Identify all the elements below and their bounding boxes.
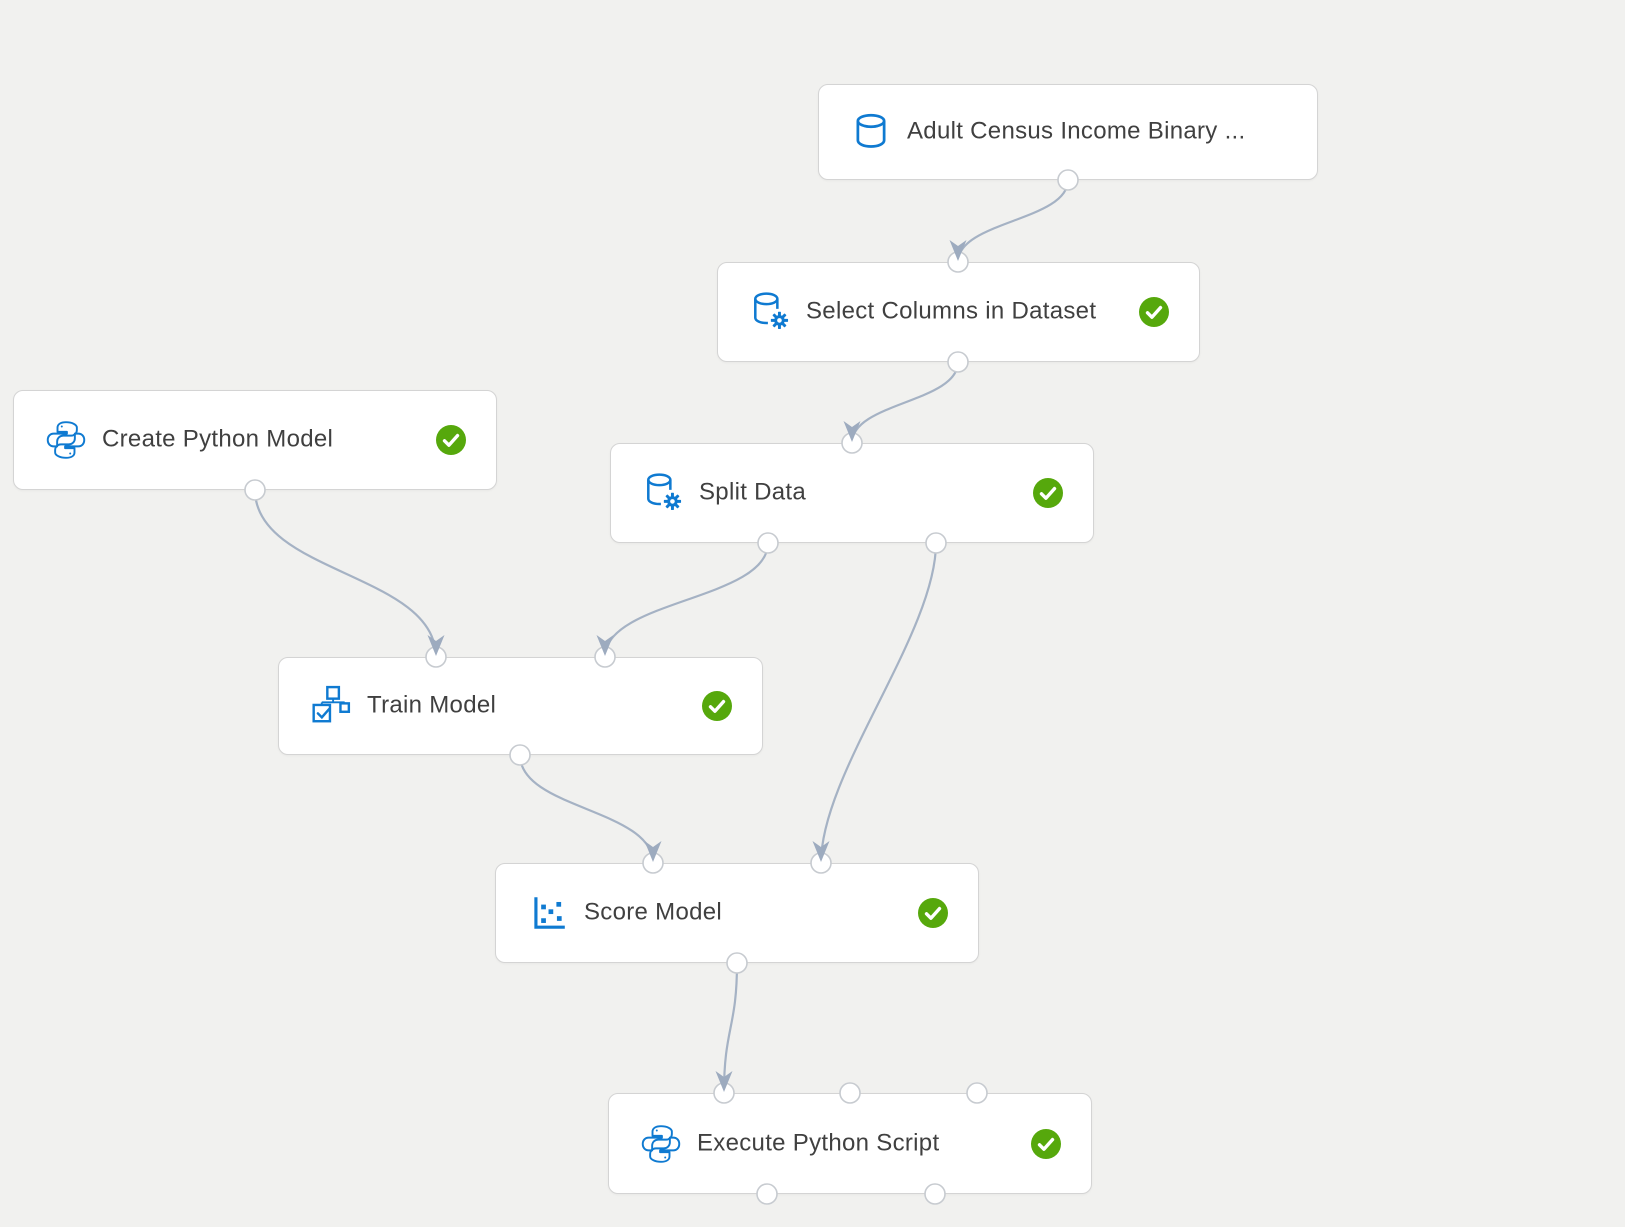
module-node-score-model[interactable]: Score Model: [495, 863, 979, 963]
connection-arrowhead: [644, 841, 662, 862]
connection-arrowhead: [843, 421, 861, 442]
connection-arrowhead: [949, 240, 967, 261]
module-node-split-data[interactable]: Split Data: [610, 443, 1094, 543]
train-model-icon: [310, 685, 352, 727]
module-node-create-python-model[interactable]: Create Python Model: [13, 390, 497, 490]
connection-arrowhead: [596, 635, 614, 656]
output-port-split-data-0[interactable]: [757, 532, 779, 554]
completed-check-badge: [1033, 478, 1063, 508]
module-node-execute-python-script[interactable]: Execute Python Script: [608, 1093, 1092, 1194]
input-port-execute-python-script-2[interactable]: [966, 1082, 988, 1104]
dataset-gear-icon: [749, 291, 791, 333]
output-port-execute-python-script-1[interactable]: [924, 1183, 946, 1205]
connection-arrowhead: [812, 841, 830, 862]
connection-create-python-model-to-train-model[interactable]: [253, 489, 438, 658]
module-label-execute-python-script: Execute Python Script: [697, 1128, 940, 1156]
connection-score-model-to-execute-python-script[interactable]: [722, 962, 739, 1094]
completed-check-badge: [702, 691, 732, 721]
connection-arrowhead: [715, 1071, 733, 1092]
completed-check-badge: [918, 898, 948, 928]
connection-arrowhead: [427, 635, 445, 656]
input-port-execute-python-script-1[interactable]: [839, 1082, 861, 1104]
connection-train-model-to-score-model[interactable]: [518, 754, 655, 864]
output-port-create-python-model-0[interactable]: [244, 479, 266, 501]
module-label-select-columns: Select Columns in Dataset: [806, 297, 1097, 325]
dataset-cylinder-icon: [850, 111, 892, 153]
output-port-split-data-1[interactable]: [925, 532, 947, 554]
connection-select-columns-to-split-data[interactable]: [850, 361, 960, 444]
output-port-score-model-0[interactable]: [726, 952, 748, 974]
module-label-create-python-model: Create Python Model: [102, 425, 334, 453]
connection-split-data-to-score-model[interactable]: [819, 542, 938, 864]
module-label-split-data: Split Data: [699, 478, 807, 506]
module-label-train-model: Train Model: [367, 691, 497, 719]
connection-split-data-to-train-model[interactable]: [603, 542, 770, 658]
module-node-dataset[interactable]: Adult Census Income Binary ...: [818, 84, 1318, 180]
output-port-train-model-0[interactable]: [509, 744, 531, 766]
completed-check-badge: [436, 425, 466, 455]
python-icon: [640, 1123, 682, 1165]
dataset-gear-icon: [642, 472, 684, 514]
output-port-execute-python-script-0[interactable]: [756, 1183, 778, 1205]
module-node-train-model[interactable]: Train Model: [278, 657, 763, 755]
connection-dataset-to-select-columns[interactable]: [956, 179, 1070, 263]
completed-check-badge: [1031, 1128, 1061, 1159]
completed-check-badge: [1139, 297, 1169, 327]
python-icon: [45, 419, 87, 461]
scatter-plot-icon: [527, 892, 569, 934]
module-label-score-model: Score Model: [584, 898, 723, 926]
module-label-dataset: Adult Census Income Binary ...: [907, 117, 1246, 145]
output-port-dataset-0[interactable]: [1057, 169, 1079, 191]
module-node-select-columns[interactable]: Select Columns in Dataset: [717, 262, 1200, 362]
output-port-select-columns-0[interactable]: [947, 351, 969, 373]
